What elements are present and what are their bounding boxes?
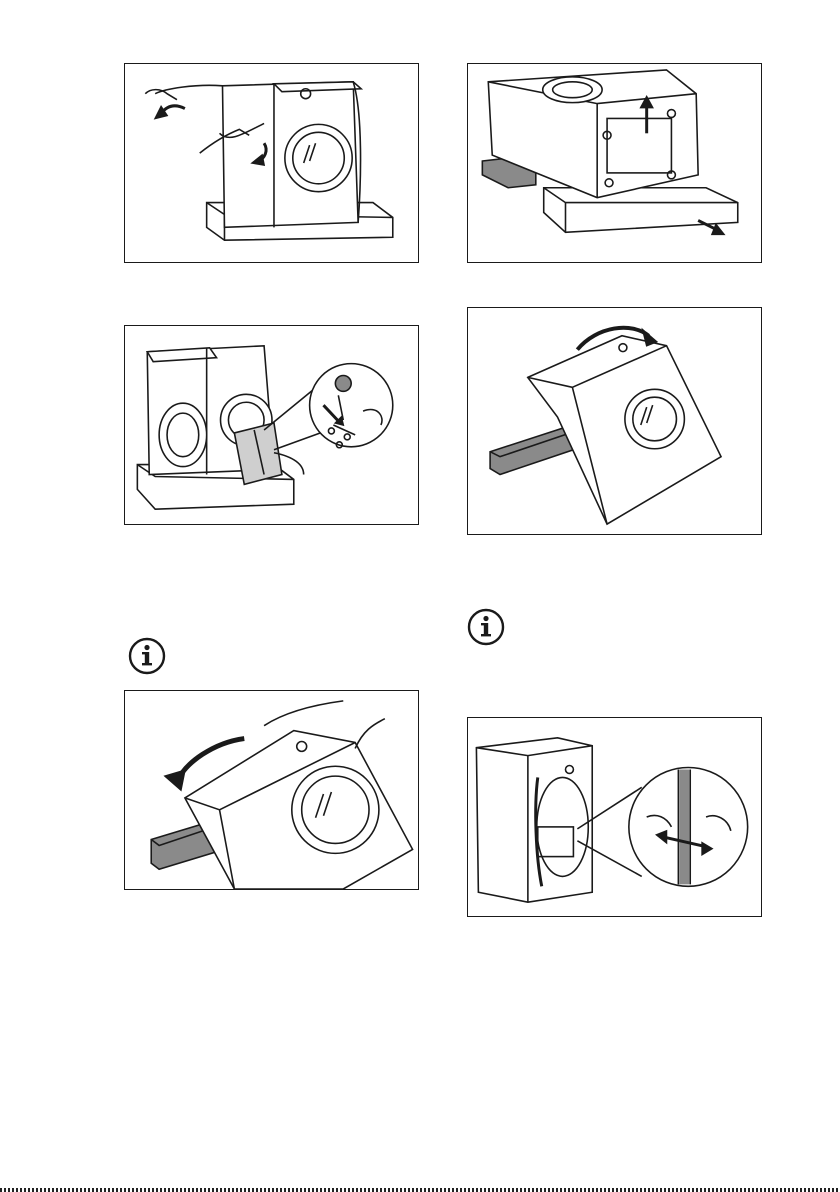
figure-tilt-sideways (124, 690, 419, 890)
figure-remove-packaging (124, 63, 419, 263)
info-icon (466, 607, 506, 647)
figure-tilt-backwards (467, 307, 762, 535)
remove-packaging-cover-illustration (125, 64, 418, 262)
figure-remove-hose (467, 717, 762, 917)
remove-hose-from-clips-illustration (468, 718, 761, 916)
tilt-machine-backwards-illustration (468, 308, 761, 534)
figure-remove-insert (124, 325, 419, 525)
lift-off-polystyrene-top-illustration (468, 64, 761, 262)
remove-polystyrene-insert-illustration (125, 326, 418, 524)
info-icon (127, 636, 167, 676)
figure-lift-polystyrene (467, 63, 762, 263)
tilt-machine-sideways-illustration (125, 691, 418, 889)
page-bottom-rule (0, 1188, 840, 1192)
